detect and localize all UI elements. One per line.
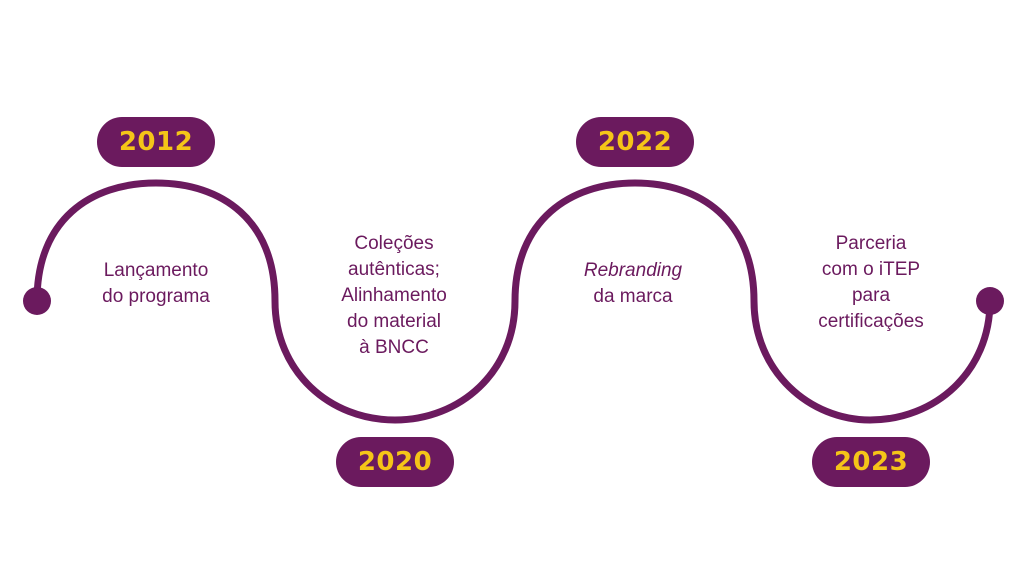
- milestone-2022-text: Rebranding da marca: [533, 258, 733, 310]
- milestone-line: para: [851, 285, 891, 306]
- milestone-line: Rebranding: [583, 260, 683, 281]
- milestone-line: com o iTEP: [821, 259, 921, 280]
- timeline-start-dot: [23, 287, 51, 315]
- milestone-line: certificações: [818, 311, 924, 332]
- milestone-line: Alinhamento: [341, 285, 447, 306]
- year-badge-2020: 2020: [336, 437, 454, 487]
- milestone-2020-text: Coleções autênticas; Alinhamento do mate…: [294, 231, 494, 361]
- milestone-2012-text: Lançamento do programa: [56, 258, 256, 310]
- milestone-line: autênticas;: [348, 259, 440, 280]
- milestone-line: Parceria: [835, 233, 907, 254]
- year-badge-2022: 2022: [576, 117, 694, 167]
- milestone-line: Lançamento: [103, 260, 209, 281]
- milestone-2023-text: Parceria com o iTEP para certificações: [771, 231, 971, 335]
- year-badge-2023: 2023: [812, 437, 930, 487]
- milestone-line: à BNCC: [359, 337, 429, 358]
- year-badge-2012: 2012: [97, 117, 215, 167]
- milestone-line: Coleções: [354, 233, 434, 254]
- timeline-end-dot: [976, 287, 1004, 315]
- milestone-line: do programa: [102, 286, 210, 307]
- milestone-line: do material: [347, 311, 441, 332]
- milestone-line: da marca: [593, 286, 673, 307]
